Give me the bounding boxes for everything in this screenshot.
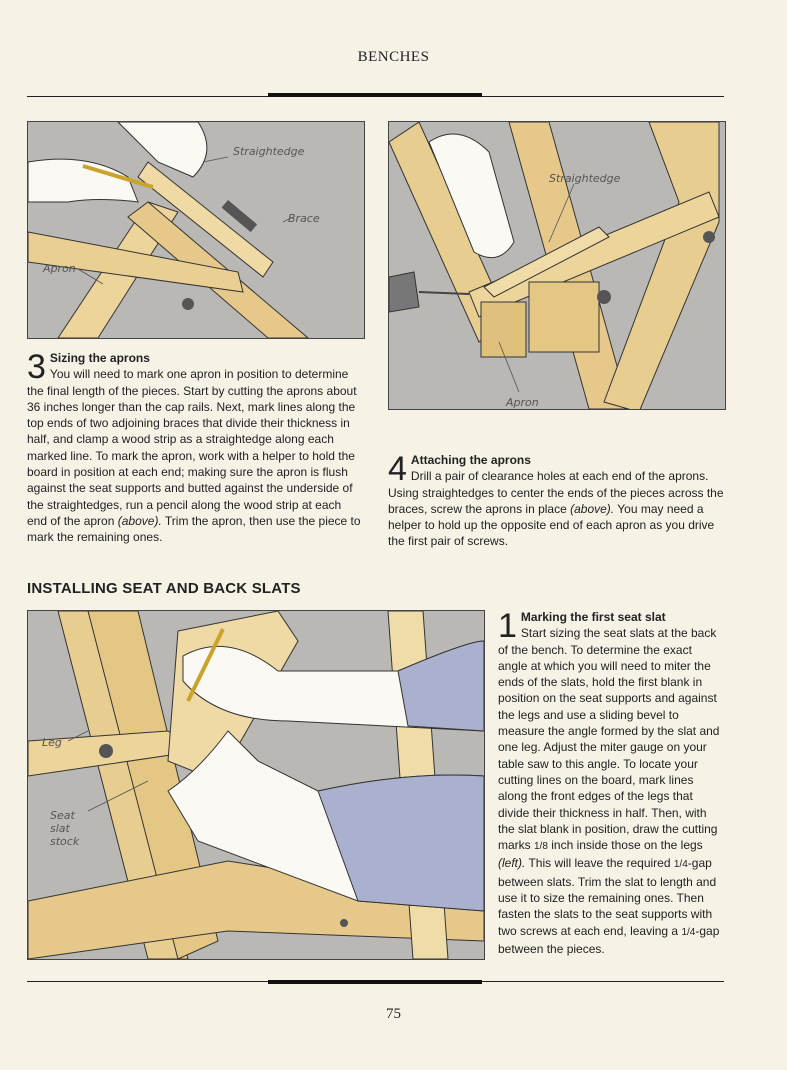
step-body: Start sizing the seat slats at the back … <box>498 626 720 853</box>
figure-attaching-aprons: Straightedge Apron <box>388 121 726 410</box>
callout-straightedge: Straightedge <box>233 145 305 158</box>
running-head: BENCHES <box>357 49 430 65</box>
step-body: This will leave the required <box>525 856 674 871</box>
callout-straightedge: Straightedge <box>549 172 621 185</box>
step-body: Drill a pair of clearance holes at each … <box>388 469 724 516</box>
step-4: 4 Attaching the aprons Drill a pair of c… <box>388 452 724 550</box>
step-body-end: Trim the apron, then use the piece to ma… <box>27 513 361 545</box>
step-title: Marking the first seat slat <box>520 610 666 624</box>
step-body: You will need to mark one apron in posit… <box>27 367 357 528</box>
callout-seat: Seat <box>50 809 75 822</box>
step-body-end: You may need a helper to hold up the opp… <box>388 501 715 549</box>
step-number: 1 <box>498 607 517 645</box>
fraction: 1/4 <box>681 926 696 938</box>
step-body: -gap between slats. Trim the slat to len… <box>498 856 717 938</box>
callout-slat: slat <box>50 822 71 835</box>
step-title: Attaching the aprons <box>410 453 531 467</box>
callout-stock: stock <box>50 835 80 848</box>
step-body-end: -gap between the pieces. <box>498 923 720 956</box>
callout-apron: Apron <box>505 396 539 409</box>
fraction: 1/8 <box>534 841 548 853</box>
step-number: 4 <box>388 450 407 488</box>
top-rule-accent <box>268 93 482 97</box>
section-heading: INSTALLING SEAT AND BACK SLATS <box>27 580 301 597</box>
fraction: 1/4 <box>673 859 688 871</box>
step-body: inch inside those on the legs <box>547 838 703 853</box>
figure-marking-seat-slat: Leg Seat slat stock <box>27 610 485 960</box>
page-number: 75 <box>386 1006 401 1022</box>
step-title: Sizing the aprons <box>49 351 150 365</box>
callout-brace: Brace <box>288 212 320 225</box>
figure-reference: (above). <box>117 513 162 528</box>
callout-apron: Apron <box>42 262 76 275</box>
illustration-attaching-apron: Straightedge Apron <box>389 122 720 409</box>
illustration-marking-apron: Straightedge Brace Apron <box>28 122 320 338</box>
step-number: 3 <box>27 348 46 386</box>
figure-reference: (left). <box>498 856 526 871</box>
figure-reference: (above). <box>570 501 615 516</box>
figure-sizing-aprons: Straightedge Brace Apron <box>27 121 365 339</box>
step-1: 1 Marking the first seat slat Start sizi… <box>498 609 724 957</box>
illustration-marking-slat: Leg Seat slat stock <box>28 611 484 959</box>
callout-leg: Leg <box>42 736 62 749</box>
step-3: 3 Sizing the aprons You will need to mar… <box>27 350 363 546</box>
bottom-rule-accent <box>268 980 482 984</box>
